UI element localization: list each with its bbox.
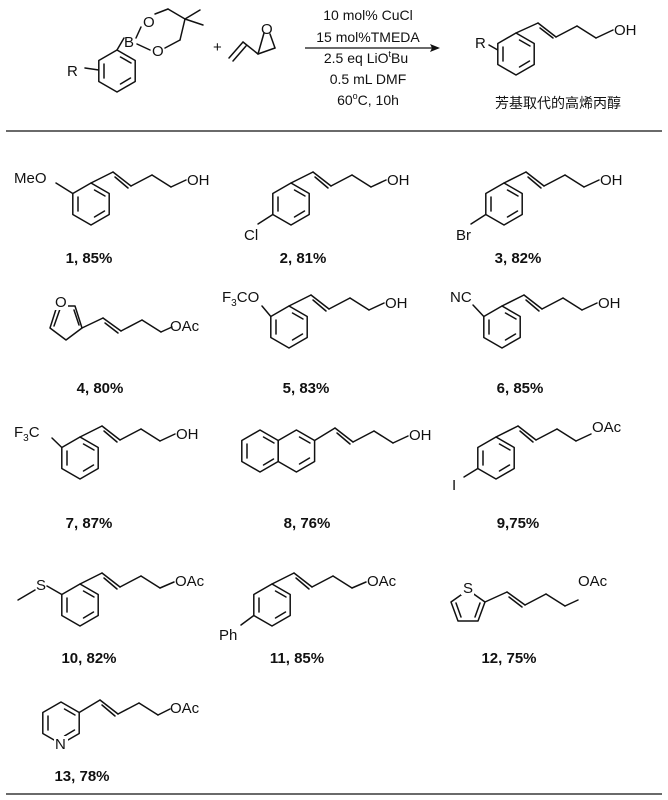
compound-12-thiophene-s: S: [463, 580, 473, 597]
compound-2-caption: 2, 81%: [280, 250, 327, 267]
compound-2-terminal: OH: [387, 172, 410, 189]
reaction-scheme: O B O R + O 10 mol% CuCl 15 mol%TMEDA 2.…: [67, 7, 637, 112]
compound-8-terminal: OH: [409, 427, 432, 444]
vinyl-oxirane-structure: O: [228, 21, 276, 62]
compound-2-substituent: Cl: [244, 227, 258, 244]
compound-11: Ph OAc 11, 85%: [219, 572, 397, 667]
plus-sign: +: [213, 39, 222, 56]
condition-temp-time: 60oC, 10h: [337, 91, 399, 108]
condition-cucl: 10 mol% CuCl: [323, 7, 412, 23]
compound-9-terminal: OAc: [592, 419, 622, 436]
reaction-arrowhead: [430, 44, 440, 52]
compound-7-substituent: F3C: [14, 424, 40, 444]
compound-11-caption: 11, 85%: [270, 650, 324, 667]
compound-13-caption: 13, 78%: [54, 768, 109, 785]
compound-3: Br OH 3, 82%: [456, 171, 623, 267]
compound-3-substituent: Br: [456, 227, 471, 244]
compound-10-terminal: OAc: [175, 573, 205, 590]
compound-6: NC OH 6, 85%: [450, 289, 621, 397]
product-oh-label: OH: [614, 22, 637, 39]
product-caption: 芳基取代的高烯丙醇: [495, 95, 621, 112]
compound-6-caption: 6, 85%: [497, 380, 544, 397]
compound-12: S OAc 12, 75%: [450, 573, 608, 667]
compound-7-caption: 7, 87%: [66, 515, 113, 532]
compound-1-caption: 1, 85%: [66, 250, 113, 267]
compound-10-substituent: S: [36, 577, 46, 594]
compound-1: MeO OH 1, 85%: [14, 170, 210, 267]
compound-13: N OAc 13, 78%: [42, 699, 200, 785]
compound-10: S OAc 10, 82%: [17, 572, 205, 667]
compound-12-caption: 12, 75%: [481, 650, 536, 667]
compound-3-terminal: OH: [600, 172, 623, 189]
compound-12-terminal: OAc: [578, 573, 608, 590]
reagent-o-bottom-label: O: [152, 43, 164, 60]
aryl-boronate-structure: O B O R: [67, 8, 204, 93]
compound-8-caption: 8, 76%: [284, 515, 331, 532]
compound-4: O OAc 4, 80%: [49, 294, 200, 397]
reagent-o-top-label: O: [143, 14, 155, 31]
oxirane-o-label: O: [261, 21, 273, 38]
compound-9-substituent: I: [452, 477, 456, 494]
condition-solvent: 0.5 mL DMF: [330, 71, 407, 87]
compound-5: F3CO OH 5, 83%: [222, 289, 408, 397]
compound-11-substituent: Ph: [219, 627, 237, 644]
compound-2: Cl OH 2, 81%: [244, 171, 410, 267]
compound-7-terminal: OH: [176, 426, 199, 443]
compound-11-terminal: OAc: [367, 573, 397, 590]
compound-9-caption: 9,75%: [497, 515, 540, 532]
product-structure: R OH: [475, 22, 637, 76]
reagent-b-label: B: [124, 34, 134, 51]
compound-8: OH 8, 76%: [241, 427, 432, 532]
condition-tmeda: 15 mol%TMEDA: [316, 29, 420, 45]
compound-1-terminal: OH: [187, 172, 210, 189]
compound-6-terminal: OH: [598, 295, 621, 312]
compound-5-substituent: F3CO: [222, 289, 259, 309]
compound-13-pyridine-n: N: [55, 736, 66, 753]
product-r-label: R: [475, 35, 486, 52]
reaction-conditions: 10 mol% CuCl 15 mol%TMEDA 2.5 eq LiOtBu …: [305, 7, 440, 108]
compound-3-caption: 3, 82%: [495, 250, 542, 267]
condition-base: 2.5 eq LiOtBu: [324, 49, 408, 66]
compound-7: F3C OH 7, 87%: [14, 424, 199, 532]
compound-10-caption: 10, 82%: [61, 650, 116, 667]
compound-6-substituent: NC: [450, 289, 472, 306]
compound-13-terminal: OAc: [170, 700, 200, 717]
compound-9: I OAc 9,75%: [452, 419, 622, 532]
compound-5-terminal: OH: [385, 295, 408, 312]
compound-4-caption: 4, 80%: [77, 380, 124, 397]
compound-5-caption: 5, 83%: [283, 380, 330, 397]
compound-1-substituent: MeO: [14, 170, 47, 187]
compound-4-furan-o: O: [55, 294, 67, 311]
reagent-r-label: R: [67, 63, 78, 80]
compound-4-terminal: OAc: [170, 318, 200, 335]
